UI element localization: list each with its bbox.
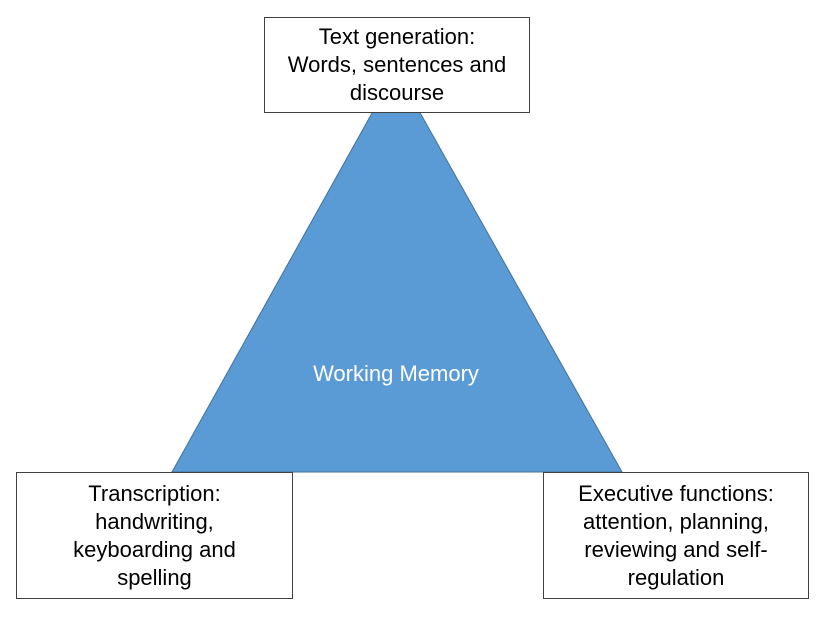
working-memory-triangle [171,68,623,473]
text-generation-box: Text generation: Words, sentences and di… [264,17,530,113]
transcription-box: Transcription: handwriting, keyboarding … [16,472,293,599]
working-memory-label: Working Memory [313,361,479,386]
executive-functions-box: Executive functions: attention, planning… [543,472,809,599]
